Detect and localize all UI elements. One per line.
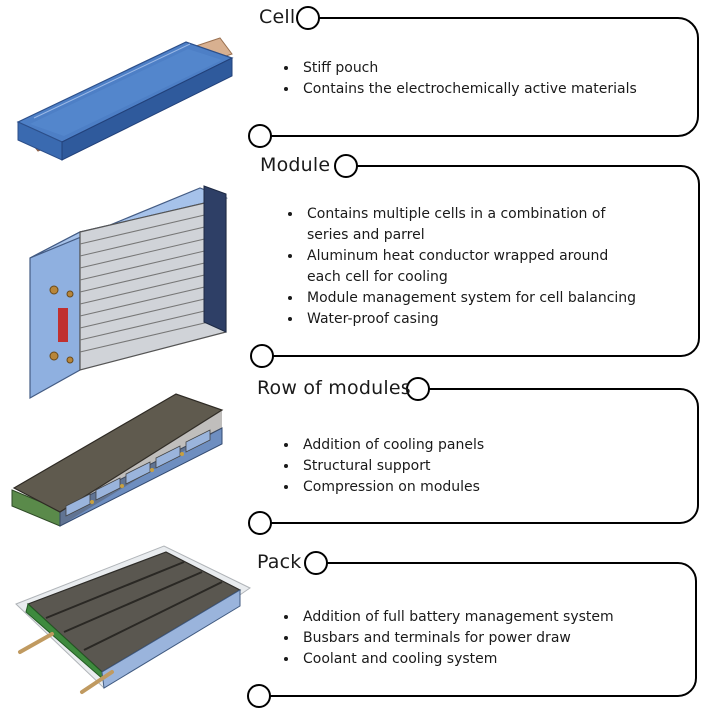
list-item: Addition of full battery management syst… <box>299 607 699 628</box>
list-item: Busbars and terminals for power draw <box>299 628 699 649</box>
list-item: Module management system for cell balanc… <box>303 288 643 309</box>
list-item: Compression on modules <box>299 477 679 498</box>
pack-illustration <box>15 545 251 694</box>
list-item: Addition of cooling panels <box>299 435 679 456</box>
pack-bullet-list: Addition of full battery management syst… <box>281 607 699 670</box>
cell-bullet-list: Stiff pouch Contains the electrochemical… <box>281 58 699 100</box>
pack-end-circle <box>247 684 271 708</box>
row-bullet-list: Addition of cooling panels Structural su… <box>281 435 679 498</box>
pack-connector-outline <box>270 562 697 697</box>
module-illustration <box>29 185 229 400</box>
module-bullet-list: Contains multiple cells in a combination… <box>285 204 643 330</box>
cell-end-circle <box>248 124 272 148</box>
section-title-cell: Cell <box>259 6 296 28</box>
list-item: Coolant and cooling system <box>299 649 699 670</box>
cell-start-circle <box>296 6 320 30</box>
section-title-pack: Pack <box>257 551 302 573</box>
list-item: Structural support <box>299 456 679 477</box>
list-item: Stiff pouch <box>299 58 699 79</box>
list-item: Water-proof casing <box>303 309 643 330</box>
module-connector-outline <box>273 165 700 357</box>
cell-illustration <box>16 37 234 161</box>
section-title-module: Module <box>260 154 331 176</box>
list-item: Contains the electrochemically active ma… <box>299 79 699 100</box>
row-connector-outline <box>271 388 699 524</box>
pack-start-circle <box>304 551 328 575</box>
module-end-circle <box>250 344 274 368</box>
module-start-circle <box>334 154 358 178</box>
cell-connector-outline <box>271 17 699 137</box>
row-of-modules-illustration <box>11 393 224 527</box>
row-end-circle <box>248 511 272 535</box>
section-title-row-of-modules: Row of modules <box>257 377 411 399</box>
row-start-circle <box>406 377 430 401</box>
list-item: Aluminum heat conductor wrapped around e… <box>303 246 643 288</box>
list-item: Contains multiple cells in a combination… <box>303 204 643 246</box>
